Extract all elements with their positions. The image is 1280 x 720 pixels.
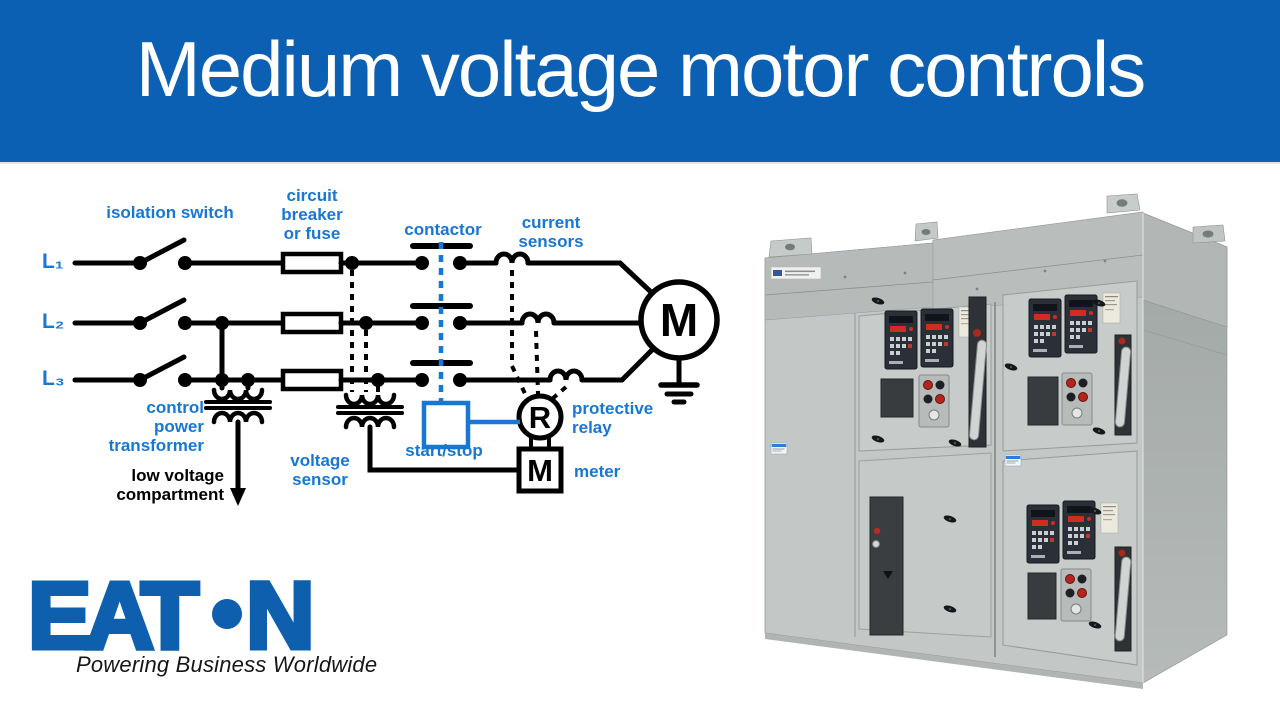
brand-tagline: Powering Business Worldwide [76,652,378,677]
circuit-diagram: M R M [0,170,745,520]
phase-label-l3: L₃ [42,367,65,390]
eaton-logo: EAT N [28,574,368,666]
label-protective-relay: protective relay [572,399,654,438]
label-voltage-sensor: voltage sensor [290,451,350,490]
meter-symbol: M [527,453,553,488]
phase-label-l2: L₂ [42,310,65,333]
page-title: Medium voltage motor controls [135,25,1146,113]
label-meter: meter [574,462,621,481]
label-circuit-breaker: circuit breaker or fuse [281,186,343,244]
label-start-stop: start/stop [405,441,483,460]
motor-symbol: M [660,294,698,346]
relay-symbol: R [529,400,551,435]
logo-text-right: N [246,574,315,666]
logo-text-left: EAT [28,574,199,666]
label-control-power-transformer: control power transformer [108,398,204,456]
switchgear-photo [764,193,1228,689]
label-low-voltage-compartment: low voltage compartment [116,466,224,505]
label-current-sensors: current sensors [518,213,584,252]
phase-label-l1: L₁ [42,250,64,273]
header-banner: Medium voltage motor controls [0,0,1280,164]
circuit-diagram-lines: M R M [72,237,720,506]
label-isolation-switch: isolation switch [106,203,234,222]
logo-dot [212,599,242,629]
label-contactor: contactor [404,220,482,239]
